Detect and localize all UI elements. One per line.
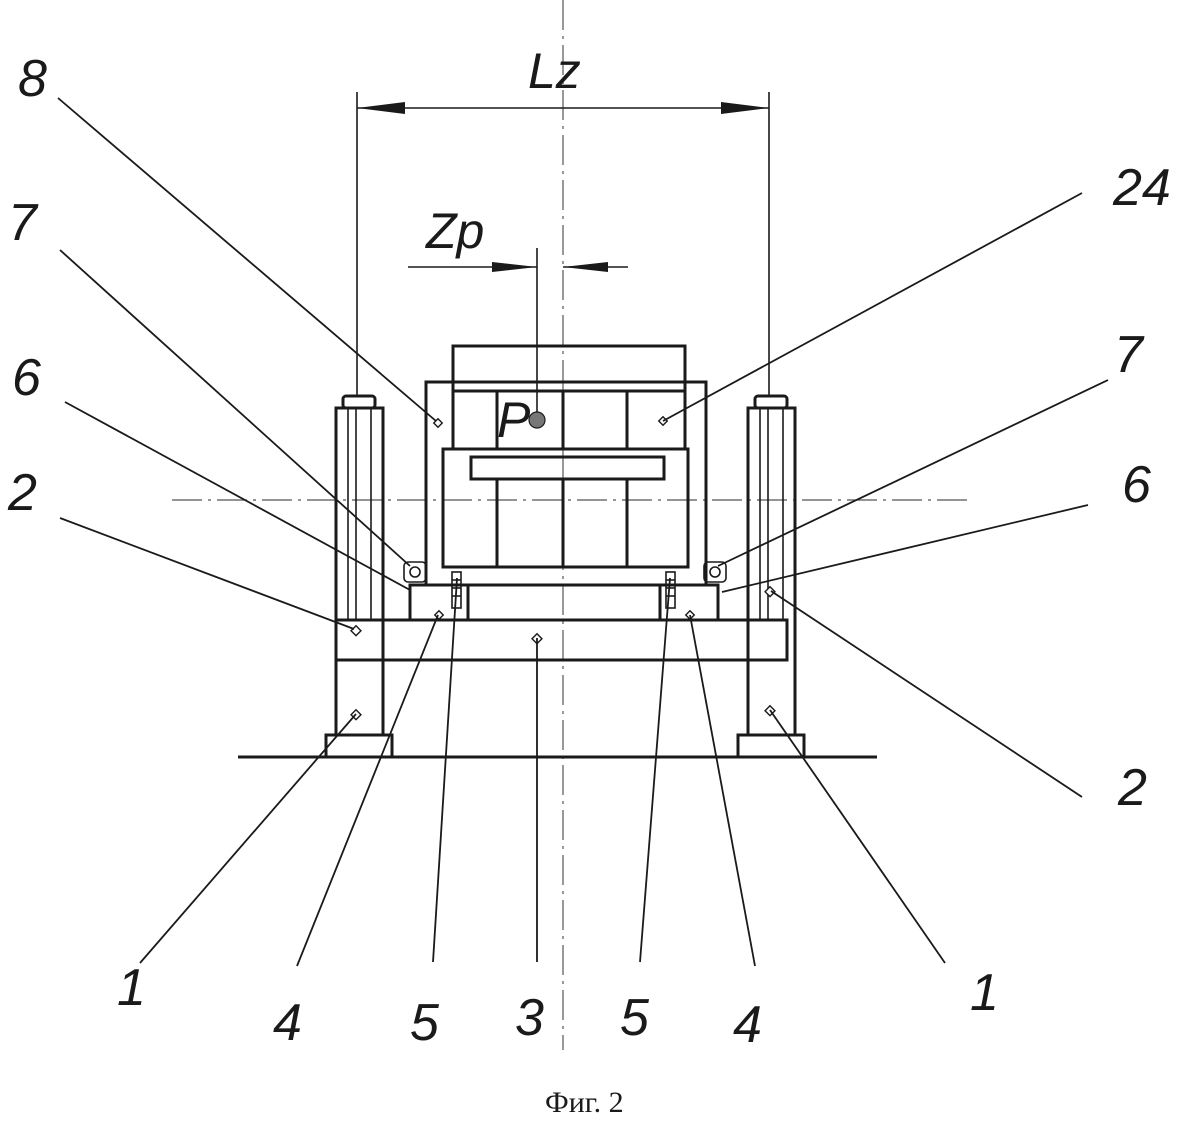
dimension-zp-label: Zp [425, 203, 484, 259]
callout-1-right: 1 [970, 964, 999, 1022]
dimension-lz-label: Lz [528, 43, 581, 99]
callout-7-right: 7 [1114, 326, 1145, 384]
callout-2-right: 2 [1117, 759, 1147, 817]
left-roller [404, 562, 426, 582]
load-point-label: P [497, 392, 531, 448]
payload-upper [453, 346, 685, 449]
payload-lower [443, 449, 688, 567]
callout-1-left: 1 [117, 959, 146, 1017]
callout-7-left: 7 [8, 194, 39, 252]
leader-lines [58, 98, 1108, 966]
figure-caption: Фиг. 2 [545, 1086, 624, 1119]
left-column-cap [343, 396, 375, 408]
left-support [404, 562, 468, 620]
right-support [660, 562, 726, 620]
callout-labels: 8 7 6 2 24 7 6 2 1 4 5 3 5 4 1 [7, 50, 1171, 1054]
callout-5-right: 5 [620, 989, 650, 1047]
callout-2-left: 2 [7, 464, 37, 522]
callout-4-left: 4 [273, 994, 302, 1052]
callout-6-left: 6 [12, 349, 41, 407]
callout-8: 8 [18, 50, 47, 108]
callout-24: 24 [1112, 159, 1171, 217]
right-column-cap [755, 396, 787, 408]
callout-6-right: 6 [1122, 456, 1151, 514]
callout-5-left: 5 [410, 994, 440, 1052]
cradle-outer-frame [426, 382, 706, 585]
crossbeam-body [336, 620, 787, 660]
payload-plate [471, 457, 664, 479]
center-of-mass-marker [529, 412, 545, 428]
left-column [326, 396, 392, 757]
payload [443, 346, 688, 567]
crossbeam [336, 620, 787, 660]
right-column-body [748, 408, 795, 735]
cradle-frame [426, 382, 706, 585]
callout-3: 3 [515, 989, 544, 1047]
right-column [738, 396, 804, 757]
callout-4-right: 4 [733, 996, 762, 1054]
